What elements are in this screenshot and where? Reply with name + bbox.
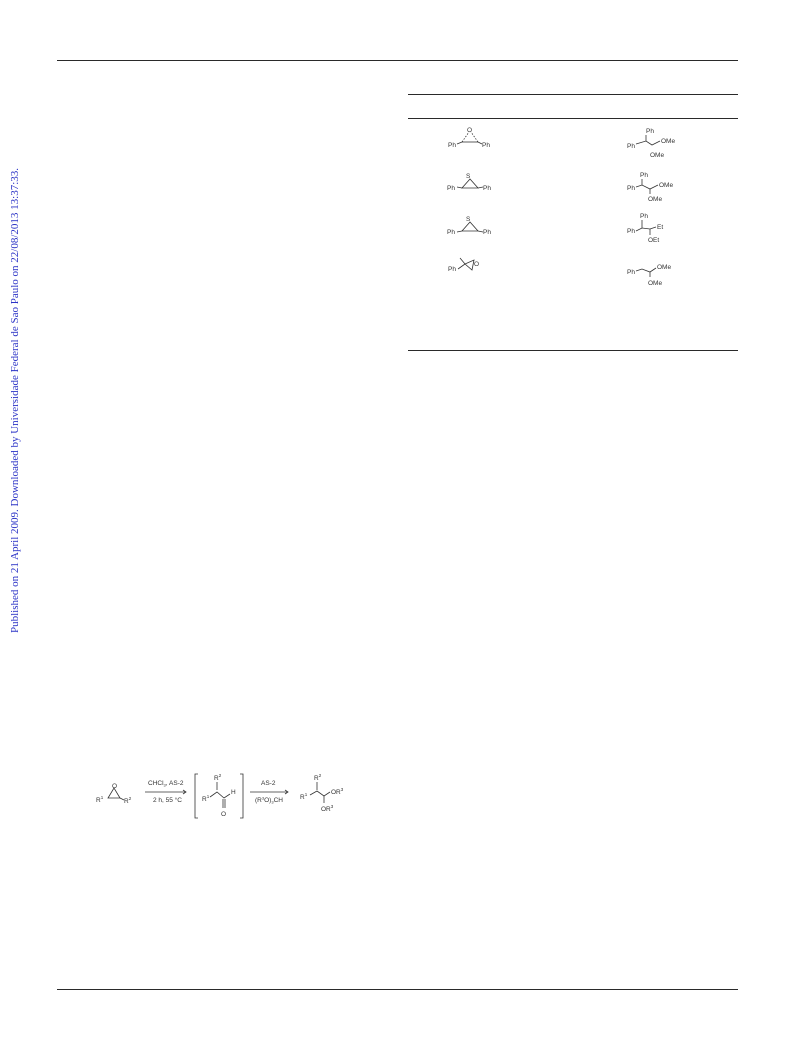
ring xyxy=(107,787,121,799)
heteroatom-label: S xyxy=(466,173,471,180)
reaction-arrow-1: CHCl3, AS-2 2 h, 55 °C xyxy=(145,780,187,804)
bottom-substituent: OMe xyxy=(650,152,664,159)
heteroatom-label: O xyxy=(467,127,472,134)
right-substituent: OMe xyxy=(659,182,673,189)
substrate-structure-2: S Ph Ph xyxy=(447,173,491,192)
left-substituent: Ph xyxy=(627,185,635,192)
heteroatom-label: S xyxy=(466,216,471,223)
bottom-substituent: OMe xyxy=(648,280,662,287)
footer-rule xyxy=(57,989,738,990)
r1-label: R1 xyxy=(96,795,104,804)
arrow-head xyxy=(284,789,289,795)
left-substituent: Ph xyxy=(627,143,635,150)
int-h-label: H xyxy=(231,789,236,796)
top-substituent: Ph xyxy=(646,128,654,135)
reaction-arrow-2: AS-2 (R3O)3CH xyxy=(250,780,289,805)
r1-label: Ph xyxy=(447,185,455,192)
r1-label: Ph xyxy=(448,142,456,149)
product-structure-1: Ph Ph OMe OMe xyxy=(627,128,675,159)
methyl-bond xyxy=(459,257,466,265)
left-bracket xyxy=(194,773,198,819)
scheme-product: R2 R1 OR3 OR3 xyxy=(300,773,344,813)
bottom-substituent: OEt xyxy=(648,237,659,244)
substituent-bond xyxy=(456,230,463,233)
substituent-bond xyxy=(457,263,466,270)
right-substituent: Et xyxy=(657,224,663,231)
r2-label: R2 xyxy=(124,796,132,805)
backbone xyxy=(635,267,657,273)
ring-bond xyxy=(461,131,470,143)
prod-r1-label: R1 xyxy=(300,792,308,801)
ring xyxy=(461,178,479,189)
substrate-structure-3: S Ph Ph xyxy=(447,216,491,236)
header-rule xyxy=(57,60,738,61)
heteroatom-label: O xyxy=(112,783,117,790)
step2-reagent: AS-2 xyxy=(261,780,276,787)
ring xyxy=(461,221,479,232)
r2-label: Ph xyxy=(483,185,491,192)
ring xyxy=(464,259,475,271)
scheme-substrate: R1 O R2 xyxy=(96,783,132,805)
substituent-bond xyxy=(477,141,483,145)
r2-label: Ph xyxy=(482,142,490,149)
r1-label: Ph xyxy=(447,229,455,236)
int-r2-label: R2 xyxy=(214,773,222,782)
scheme-intermediate: R2 R1 H O xyxy=(194,773,244,819)
substituent-bond xyxy=(456,141,463,145)
download-watermark[interactable]: Published on 21 April 2009. Downloaded b… xyxy=(9,167,21,633)
right-substituent: OMe xyxy=(657,264,671,271)
substituent-bond xyxy=(119,797,125,801)
step1-reagent: CHCl3, AS-2 xyxy=(148,780,184,788)
backbone xyxy=(635,140,661,146)
arrow-head xyxy=(182,789,187,795)
left-substituent: Ph xyxy=(627,228,635,235)
backbone xyxy=(309,790,331,797)
step2-conditions: (R3O)3CH xyxy=(255,796,283,805)
step1-conditions: 2 h, 55 °C xyxy=(153,796,182,804)
backbone xyxy=(635,226,657,232)
left-substituent: Ph xyxy=(627,269,635,276)
product-structure-3: Ph Ph Et OEt xyxy=(627,213,663,244)
backbone xyxy=(209,791,231,799)
product-structure-4: Ph OMe OMe xyxy=(627,264,671,287)
bottom-substituent: OMe xyxy=(648,196,662,203)
table-top-rule xyxy=(408,94,738,95)
ring-bond xyxy=(470,131,479,143)
substituent-bond xyxy=(477,186,484,189)
table-bottom-rule xyxy=(408,350,738,351)
table-header-rule xyxy=(408,118,738,119)
top-substituent: Ph xyxy=(640,172,648,179)
substrate-structure-1: O Ph Ph xyxy=(448,127,490,149)
int-o-label: O xyxy=(221,811,226,818)
heteroatom-label: O xyxy=(474,261,479,268)
right-substituent: OMe xyxy=(661,138,675,145)
prod-r2-label: R2 xyxy=(314,773,322,782)
backbone xyxy=(635,184,659,190)
right-bracket xyxy=(240,773,244,819)
prod-or3-label: OR3 xyxy=(321,804,334,813)
substituent-bond xyxy=(477,230,484,233)
top-substituent: Ph xyxy=(640,213,648,220)
substituent-bond xyxy=(456,186,463,189)
product-structure-2: Ph Ph OMe OMe xyxy=(627,172,673,203)
int-r1-label: R1 xyxy=(202,794,210,803)
r2-label: Ph xyxy=(483,229,491,236)
substrate-structure-4: O Ph xyxy=(448,257,479,273)
prod-or3-label: OR3 xyxy=(331,787,344,796)
reaction-scheme: R1 O R2 CHCl3, AS-2 2 h, 55 °C R2 R1 H O… xyxy=(96,773,344,819)
r1-label: Ph xyxy=(448,266,456,273)
